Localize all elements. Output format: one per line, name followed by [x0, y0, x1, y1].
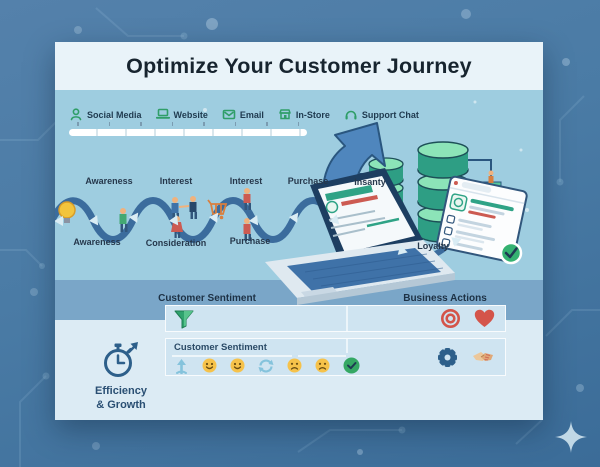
- card-body: Social Media Website Email: [55, 90, 543, 420]
- timeline-ticks: [69, 122, 307, 127]
- store-icon: [279, 109, 291, 120]
- sad-face-icon: [315, 358, 330, 373]
- funnel-icon: [174, 310, 194, 328]
- underline: [172, 355, 292, 357]
- row-divider: [346, 339, 348, 353]
- happy-face-icon: [230, 358, 245, 373]
- channel-label: Support Chat: [361, 109, 419, 120]
- efficiency-growth: Efficiency & Growth: [73, 338, 169, 413]
- stage-label: Insanty: [354, 177, 386, 187]
- sentiment-filter-row: [165, 305, 506, 332]
- laptop-icon: [155, 108, 170, 119]
- sentiment-header: Customer Sentiment: [158, 293, 256, 304]
- timeline-bar: [69, 122, 307, 136]
- actions-header: Business Actions: [403, 293, 487, 304]
- stage-label: Interest: [159, 176, 193, 186]
- row-divider: [346, 306, 348, 331]
- gear-icon: [438, 347, 457, 367]
- header: Optimize Your Customer Journey: [55, 42, 543, 90]
- sentiment-detail-row: Customer Sentiment: [165, 338, 506, 376]
- handshake-icon: [473, 352, 493, 361]
- channel-item-in-store: In-Store: [278, 108, 330, 121]
- stage-label: Awareness: [85, 176, 133, 186]
- channel-item-email: Email: [222, 108, 264, 121]
- heart-icon: [474, 309, 495, 327]
- channel-label: Social Media: [87, 109, 142, 120]
- infographic-card: Optimize Your Customer Journey: [55, 42, 543, 420]
- sentiment-icon-row: [174, 357, 360, 374]
- stage-label: Purchase: [287, 176, 329, 186]
- channel-row: Social Media Website Email: [69, 108, 419, 121]
- page-title: Optimize Your Customer Journey: [126, 53, 472, 78]
- stage-label: Consideration: [145, 238, 207, 248]
- envelope-icon: [222, 109, 236, 120]
- channel-label: Website: [173, 109, 208, 120]
- up-arrow-icon: [176, 358, 187, 374]
- channel-label: Email: [239, 109, 264, 120]
- sad-face-icon: [287, 358, 302, 373]
- stage-label: Purchase: [229, 236, 271, 246]
- four-point-star-icon: [555, 421, 587, 453]
- check-circle-icon: [343, 357, 360, 374]
- channel-label: In-Store: [295, 109, 330, 120]
- refresh-icon: [258, 359, 274, 372]
- timeline-track: [69, 129, 307, 136]
- stage-label: Awareness: [73, 237, 121, 247]
- sentiment-row-label: Customer Sentiment: [174, 342, 267, 353]
- stage-label: Loyalty: [417, 241, 449, 251]
- person-icon: [70, 108, 82, 121]
- channel-item-support-chat: Support Chat: [344, 108, 419, 121]
- stopwatch-icon: [104, 342, 138, 377]
- efficiency-label: Efficiency & Growth: [95, 385, 147, 411]
- channel-item-social-media: Social Media: [69, 108, 142, 121]
- happy-face-icon: [202, 358, 217, 373]
- underline: [298, 355, 346, 357]
- target-icon: [441, 309, 460, 328]
- headset-icon: [345, 110, 357, 120]
- stage-label: Interest: [229, 176, 263, 186]
- channel-item-website: Website: [155, 108, 208, 121]
